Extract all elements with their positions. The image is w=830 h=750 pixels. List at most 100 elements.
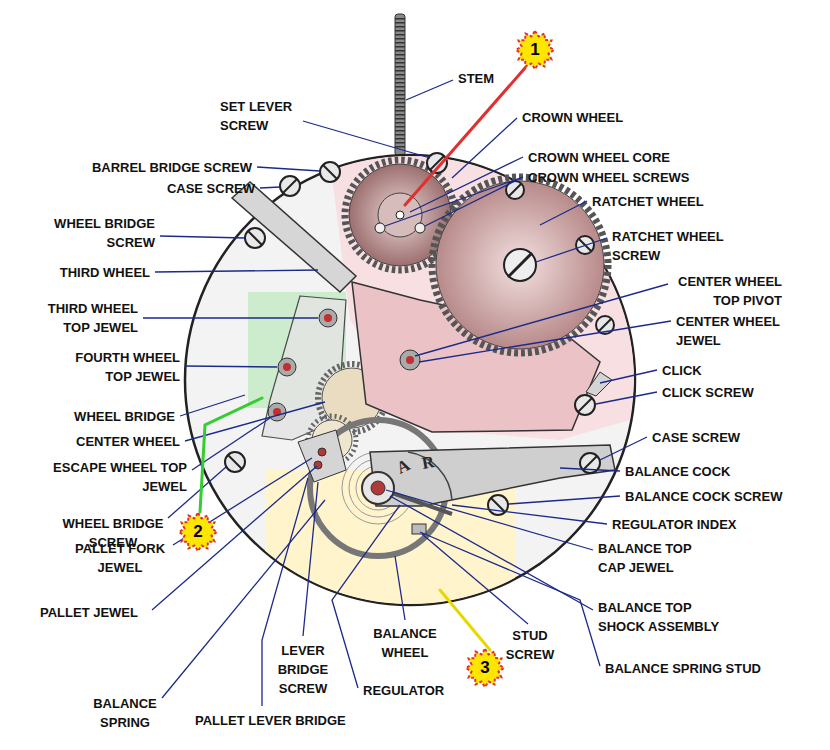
screw [575, 395, 595, 415]
crown-wheel [415, 223, 425, 233]
screw [283, 179, 297, 193]
leader-line [422, 534, 528, 624]
part-label: WHEEL BRIDGE SCREW [30, 214, 155, 252]
stem [395, 14, 405, 156]
part-label: CENTER WHEEL [76, 432, 180, 451]
leader-line [600, 437, 647, 460]
pallet-lever-bridge [298, 430, 346, 482]
screw [228, 455, 242, 469]
starburst-shape [516, 31, 554, 69]
balance-cock [362, 472, 394, 504]
leader-line [425, 177, 523, 226]
main-plate [185, 150, 640, 605]
click [586, 372, 612, 396]
jewel [278, 358, 296, 376]
leader-line [260, 187, 280, 188]
balance-cock [408, 452, 452, 500]
callout-number: 3 [465, 648, 505, 688]
leader-line [143, 317, 318, 318]
leader-line [509, 496, 620, 504]
leader-line [560, 468, 620, 471]
starburst-shape [179, 513, 217, 551]
part-label: CROWN WHEEL [522, 108, 623, 127]
callout-badge: 1 [515, 30, 555, 70]
jewel [268, 403, 286, 421]
leader-line [410, 157, 523, 212]
part-label: THIRD WHEEL [60, 263, 150, 282]
part-label: CLICK SCREW [662, 383, 754, 402]
part-label: REGULATOR INDEX [612, 515, 736, 534]
leader-line [385, 177, 523, 226]
screw [248, 231, 262, 245]
jewel [400, 350, 420, 370]
part-label: BALANCE COCK [625, 462, 730, 481]
leader-line [395, 556, 405, 620]
callout-badge: 2 [178, 512, 218, 552]
click [586, 372, 612, 396]
leader-line [452, 505, 607, 524]
part-label: WHEEL BRIDGE [74, 407, 175, 426]
part-label: STEM [458, 69, 494, 88]
part-label: STUD SCREW [499, 626, 561, 664]
screw [280, 176, 300, 196]
pallet-lever-bridge [318, 448, 326, 456]
part-label: SET LEVER SCREW [220, 97, 320, 135]
balance-cock [362, 445, 615, 534]
part-label: BALANCE WHEEL [365, 624, 445, 662]
jewel [324, 314, 332, 322]
leader-line [600, 370, 657, 383]
part-label: REGULATOR [363, 681, 444, 700]
callout-line [440, 590, 490, 650]
screw [323, 165, 337, 179]
screw [225, 153, 614, 515]
part-label: CROWN WHEEL SCREWS [528, 168, 690, 187]
screw [225, 452, 245, 472]
screw [320, 162, 340, 182]
callout-number: 1 [515, 30, 555, 70]
stem [395, 18, 405, 150]
leader-line [180, 395, 245, 416]
callout-line [405, 68, 525, 205]
part-label: FOURTH WHEEL TOP JEWEL [55, 348, 180, 386]
wheel-bridge [232, 182, 356, 292]
leader-line [257, 167, 320, 171]
leader-line [540, 201, 587, 225]
part-label: BALANCE COCK SCREW [625, 487, 782, 506]
part-label: ESCAPE WHEEL TOP JEWEL [27, 458, 187, 496]
tint-region [248, 150, 640, 605]
stem [395, 14, 405, 156]
ratchet-wheel [508, 253, 532, 277]
leader-line [303, 482, 318, 636]
ratchet-wheel [436, 181, 604, 349]
callout-badge: 3 [465, 648, 505, 688]
leader-line [185, 366, 277, 367]
leader-line [386, 490, 593, 550]
ratchet-wheel [504, 249, 536, 281]
leader-line [452, 118, 517, 178]
part-label: LEVER BRIDGE SCREW [270, 641, 336, 698]
part-label: BALANCE SPRING [82, 694, 168, 732]
part-label: RATCHET WHEEL [592, 192, 704, 211]
leader-line [415, 284, 668, 356]
part-label: THIRD WHEEL TOP JEWEL [23, 299, 138, 337]
part-label: BARREL BRIDGE SCREW [92, 158, 252, 177]
main-plate [185, 155, 635, 605]
crown-wheel [396, 211, 404, 219]
part-label: CROWN WHEEL CORE [528, 148, 670, 167]
part-label: PALLET JEWEL [40, 603, 138, 622]
jewel [268, 309, 420, 421]
part-label: CASE SCREW [652, 428, 740, 447]
part-label: CENTER WHEEL TOP PIVOT [662, 272, 782, 310]
screw [583, 456, 597, 470]
balance-cock [412, 524, 426, 534]
jewel [283, 363, 291, 371]
part-label: BALANCE SPRING STUD [605, 659, 761, 678]
pallet-lever-bridge [298, 430, 346, 482]
leader-line [406, 80, 453, 100]
leader-line [596, 392, 657, 404]
part-label: BALANCE TOP CAP JEWEL [598, 539, 713, 577]
crown-wheel [375, 223, 385, 233]
part-label: RATCHET WHEEL SCREW [612, 227, 742, 265]
balance-cock [371, 481, 385, 495]
